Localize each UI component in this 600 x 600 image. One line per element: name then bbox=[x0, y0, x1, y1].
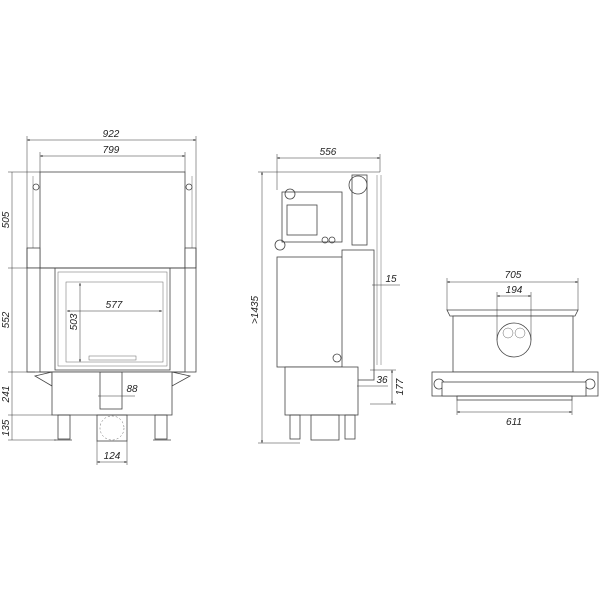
dim-705: 705 bbox=[505, 270, 522, 281]
dim-503: 503 bbox=[69, 313, 80, 330]
door-frame bbox=[54, 267, 171, 371]
body-side bbox=[276, 256, 348, 368]
top-view: 705 194 611 bbox=[431, 270, 599, 428]
dim-gt1435: >1435 bbox=[250, 296, 261, 325]
dim-556: 556 bbox=[320, 147, 337, 158]
dim-577: 577 bbox=[106, 300, 123, 311]
pulley-left bbox=[32, 183, 40, 191]
base bbox=[51, 371, 173, 416]
hood bbox=[39, 171, 186, 269]
door-frame-side bbox=[341, 249, 375, 381]
plate bbox=[286, 204, 318, 236]
dim-799: 799 bbox=[103, 145, 120, 156]
air-inlet bbox=[99, 371, 123, 410]
dim-505: 505 bbox=[1, 211, 12, 228]
front-view: 922 799 505 552 241 135 577 503 88 124 bbox=[1, 129, 197, 465]
dim-88: 88 bbox=[126, 384, 138, 395]
dim-194: 194 bbox=[506, 285, 523, 296]
dim-922: 922 bbox=[103, 129, 120, 140]
side-view: 556 >1435 15 36 177 bbox=[250, 147, 406, 444]
dim-135: 135 bbox=[1, 419, 12, 436]
dim-36: 36 bbox=[376, 375, 388, 386]
dim-611: 611 bbox=[506, 417, 522, 428]
firebox-front bbox=[26, 267, 197, 373]
dim-15: 15 bbox=[385, 274, 397, 285]
dim-552: 552 bbox=[1, 311, 12, 328]
dim-241: 241 bbox=[1, 386, 12, 404]
pulley bbox=[348, 175, 368, 195]
dim-177: 177 bbox=[395, 378, 406, 395]
glass bbox=[65, 281, 164, 363]
pulley-right bbox=[185, 183, 193, 191]
body-top bbox=[452, 315, 574, 373]
dim-124: 124 bbox=[104, 451, 121, 462]
flue-outlet bbox=[96, 414, 128, 442]
